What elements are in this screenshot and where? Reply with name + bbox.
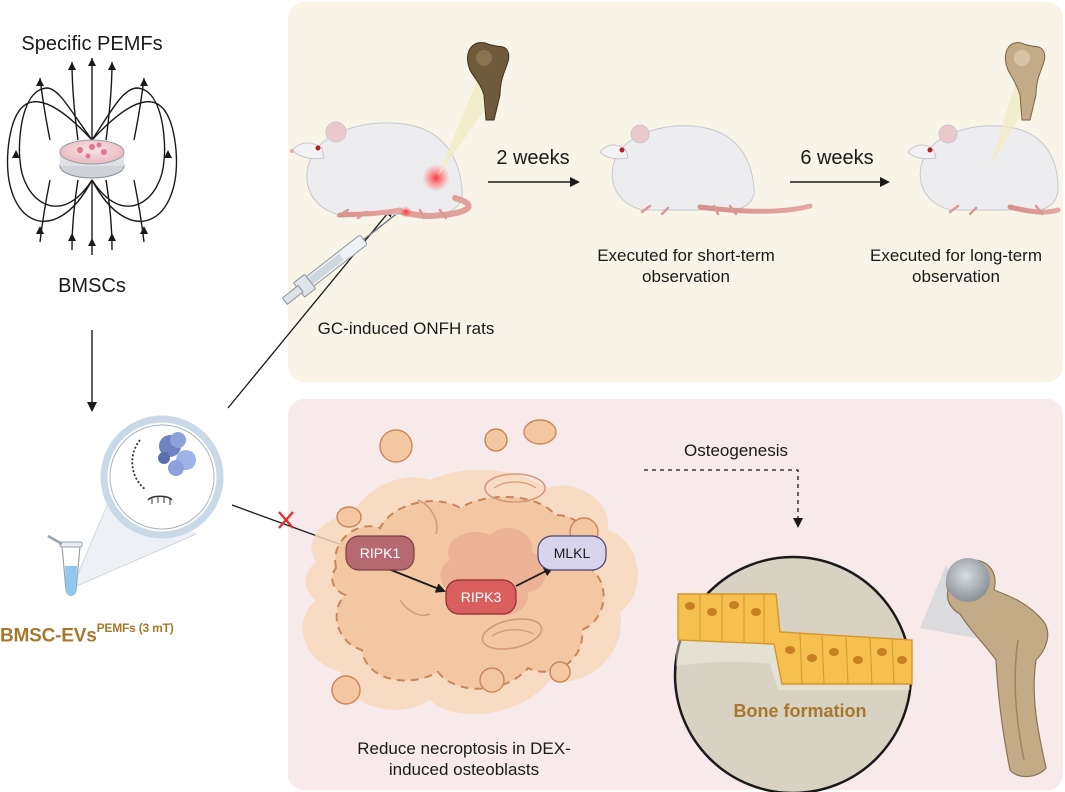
long-term-label-line-2: observation bbox=[912, 267, 1000, 286]
ripk3-label: RIPK3 bbox=[461, 589, 502, 605]
rats-label: GC-induced ONFH rats bbox=[317, 319, 495, 338]
ev-magnifier bbox=[71, 415, 224, 589]
long-term-label-line-1: Executed for long-term bbox=[870, 246, 1042, 265]
ev-label-main: BMSC-EVs bbox=[0, 625, 97, 647]
femur-bone-icon bbox=[945, 558, 1049, 778]
arrow-osteogenesis bbox=[644, 469, 803, 528]
bone-formation-label: Bone formation bbox=[733, 701, 867, 721]
arrow-ripk3-to-mlkl bbox=[515, 567, 554, 587]
long-term-label: Executed for long-term observation bbox=[850, 245, 1062, 287]
femur-callout-rat-1 bbox=[438, 42, 510, 176]
bmsc-label: BMSCs bbox=[58, 275, 126, 297]
arrow-ripk1-to-ripk3 bbox=[385, 567, 446, 593]
rat-onfh-model bbox=[290, 121, 472, 220]
necroptosis-label-line-2: induced osteoblasts bbox=[388, 760, 540, 779]
rat-long-term bbox=[907, 124, 1061, 216]
necroptosis-label-line-1: Reduce necroptosis in DEX- bbox=[357, 739, 571, 758]
petri-dish-icon bbox=[59, 139, 125, 179]
ripk1-node: RIPK1 bbox=[345, 535, 415, 571]
field-arrowheads bbox=[12, 58, 172, 246]
ev-label-superscript: PEMFs (3 mT) bbox=[96, 621, 174, 635]
ripk3-node: RIPK3 bbox=[445, 579, 517, 615]
rat-short-term bbox=[599, 124, 813, 216]
syringe-icon bbox=[281, 213, 398, 305]
osteoblast-cell bbox=[302, 419, 638, 714]
ripk1-label: RIPK1 bbox=[360, 545, 401, 561]
short-term-label-line-2: observation bbox=[642, 267, 730, 286]
arrow-2-weeks-label: 2 weeks bbox=[496, 147, 570, 169]
femur-callout-rat-3 bbox=[990, 42, 1046, 166]
short-term-label: Executed for short-term observation bbox=[576, 245, 796, 287]
magnetic-field-lines bbox=[6, 58, 178, 255]
arrow-ev-to-rat bbox=[227, 206, 394, 409]
mlkl-node: MLKL bbox=[537, 535, 607, 571]
short-term-label-line-1: Executed for short-term bbox=[597, 246, 775, 265]
osteogenesis-label: Osteogenesis bbox=[684, 441, 788, 460]
necroptosis-label: Reduce necroptosis in DEX- induced osteo… bbox=[344, 738, 584, 780]
inhibition-cross-icon bbox=[278, 511, 294, 529]
bone-formation-magnifier bbox=[673, 555, 986, 792]
arrow-6-weeks-label: 6 weeks bbox=[800, 147, 874, 169]
mlkl-label: MLKL bbox=[554, 545, 591, 561]
centrifuge-tube-icon bbox=[47, 534, 83, 596]
pemf-label: Specific PEMFs bbox=[21, 33, 163, 55]
ev-label: BMSC-EVsPEMFs (3 mT) bbox=[0, 621, 250, 647]
osteoblast-cells-row bbox=[677, 593, 913, 685]
